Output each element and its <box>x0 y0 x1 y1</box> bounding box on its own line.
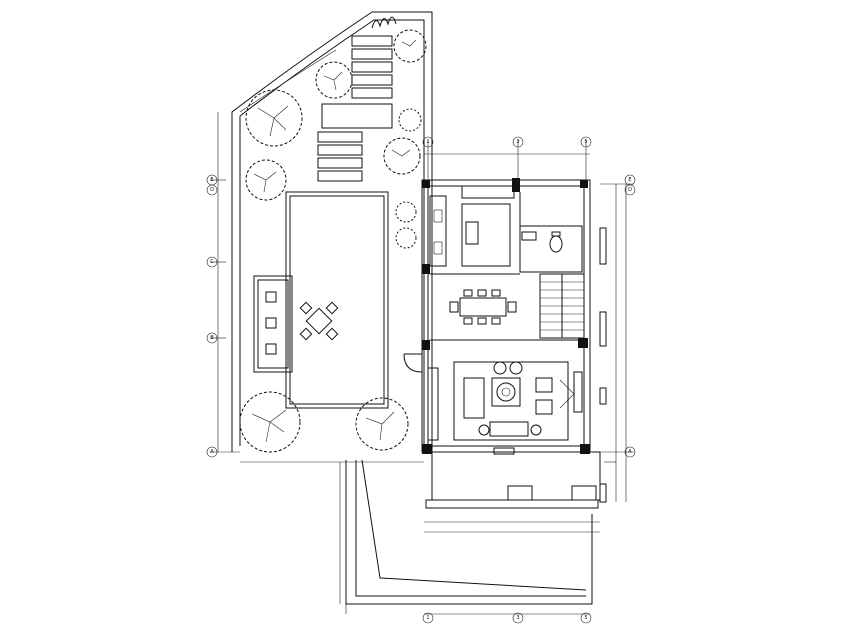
living-room <box>453 361 583 441</box>
entry-door <box>403 353 423 373</box>
axis-marker-text: 5 <box>584 139 587 145</box>
axis-markers-right: E D A <box>624 174 636 458</box>
stepping-stones <box>317 35 393 182</box>
toilet <box>519 225 583 273</box>
tree-icon <box>393 29 427 63</box>
axis-marker-text: D <box>628 187 632 193</box>
axis-markers-top: 1 3 5 <box>422 136 592 148</box>
axis-marker-text: A <box>628 449 632 455</box>
axis-marker-text: 5 <box>584 615 587 621</box>
tree-icon <box>245 159 287 201</box>
tree-icon <box>355 397 409 451</box>
axis-marker-text: 3 <box>516 139 519 145</box>
axis-markers-bottom: 1 3 5 <box>422 612 592 624</box>
tree-icon <box>245 89 303 147</box>
plant-icon <box>371 16 397 29</box>
tree-icon <box>395 201 417 223</box>
east-wall-details <box>599 227 607 503</box>
trees <box>239 29 427 453</box>
tree-icon <box>398 108 422 132</box>
axis-marker-text: E <box>628 177 631 183</box>
tree-icon <box>383 137 421 175</box>
axis-marker-text: 1 <box>426 615 429 621</box>
kitchen <box>429 185 515 267</box>
planter-box <box>253 275 293 373</box>
axis-marker-text: D <box>210 187 214 193</box>
side-wall-detail <box>427 367 439 441</box>
axis-marker-text: 3 <box>516 615 519 621</box>
tree-icon <box>239 391 301 453</box>
axis-marker-text: E <box>210 177 213 183</box>
lawn-area <box>285 191 389 409</box>
axis-markers-left: E D C B A <box>206 174 218 458</box>
outdoor-table-set <box>299 301 339 341</box>
dining-set <box>449 289 517 325</box>
axis-marker-text: A <box>210 449 214 455</box>
tree-icon <box>395 227 417 249</box>
terrace <box>425 447 601 509</box>
axis-marker-text: C <box>210 259 214 265</box>
garden-boundary <box>231 11 433 452</box>
tree-icon <box>315 61 353 99</box>
staircase <box>539 273 585 339</box>
front-yard <box>345 459 593 605</box>
axis-marker-text: 1 <box>426 139 429 145</box>
axis-marker-text: B <box>210 335 214 341</box>
